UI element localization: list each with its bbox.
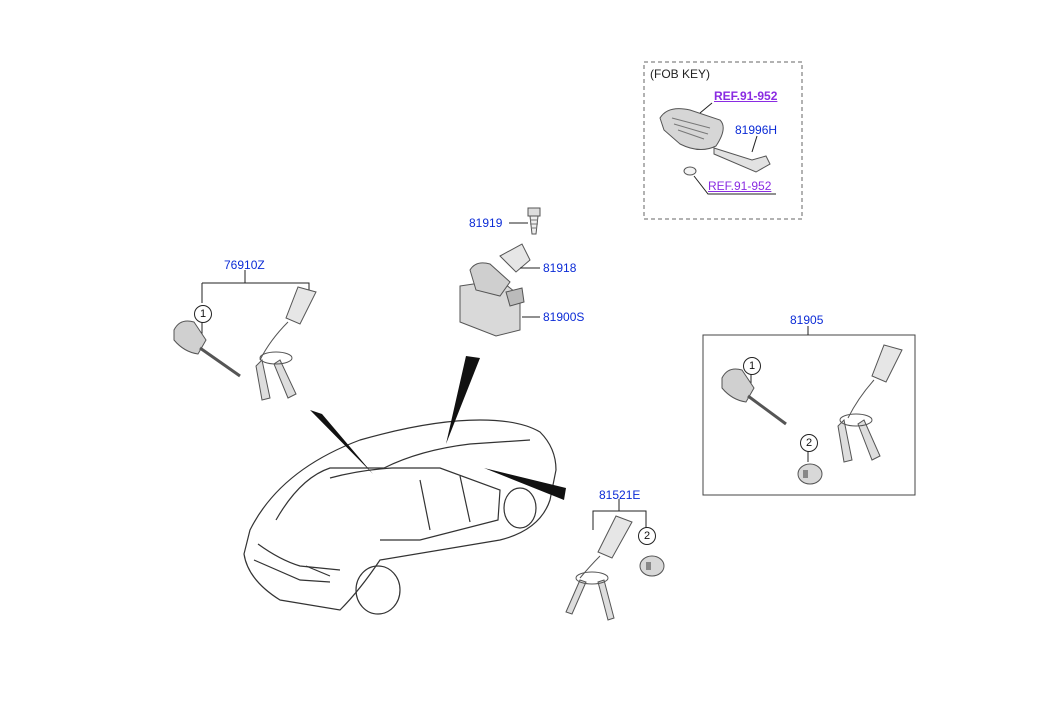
part-81996H[interactable]: 81996H: [735, 123, 778, 137]
callout-2-b: 2: [638, 527, 656, 545]
ref-link-top[interactable]: REF.91-952: [714, 89, 778, 103]
pointer-wedge-left: [310, 410, 373, 474]
cap-icon: [797, 463, 823, 485]
key-set-box: [702, 334, 916, 496]
fob-ring-icon: [683, 166, 697, 176]
part-81905[interactable]: 81905: [790, 313, 824, 327]
callout-2: 2: [800, 434, 818, 452]
door-lock-cylinder-icon-2: [721, 368, 787, 426]
callout-1-b: 1: [743, 357, 761, 375]
callout-1: 1: [194, 305, 212, 323]
mechanical-key-blade-icon[interactable]: [713, 147, 771, 173]
key-tag-icon-3: [565, 515, 633, 621]
fob-key-title: (FOB KEY): [650, 67, 711, 81]
door-lock-cylinder-icon: [173, 320, 241, 378]
part-81521E[interactable]: 81521E: [599, 488, 641, 502]
part-81918[interactable]: 81918: [543, 261, 577, 275]
fob-key-box: [643, 61, 803, 220]
pointer-wedge-center: [446, 356, 480, 444]
part-76910Z[interactable]: 76910Z: [224, 258, 265, 272]
part-81900S[interactable]: 81900S: [543, 310, 585, 324]
fob-key-icon[interactable]: [659, 108, 724, 150]
screw-icon: [527, 207, 541, 235]
car-icon: [243, 419, 557, 615]
ref-link-bottom[interactable]: REF.91-952: [708, 179, 772, 193]
ignition-lock-assembly-icon[interactable]: [459, 243, 531, 337]
key-tag-icon-2: [837, 344, 903, 463]
pointer-wedge-right: [484, 468, 566, 500]
part-81919[interactable]: 81919: [469, 216, 503, 230]
cap-icon-2: [639, 555, 665, 577]
key-tag-icon: [255, 286, 317, 401]
